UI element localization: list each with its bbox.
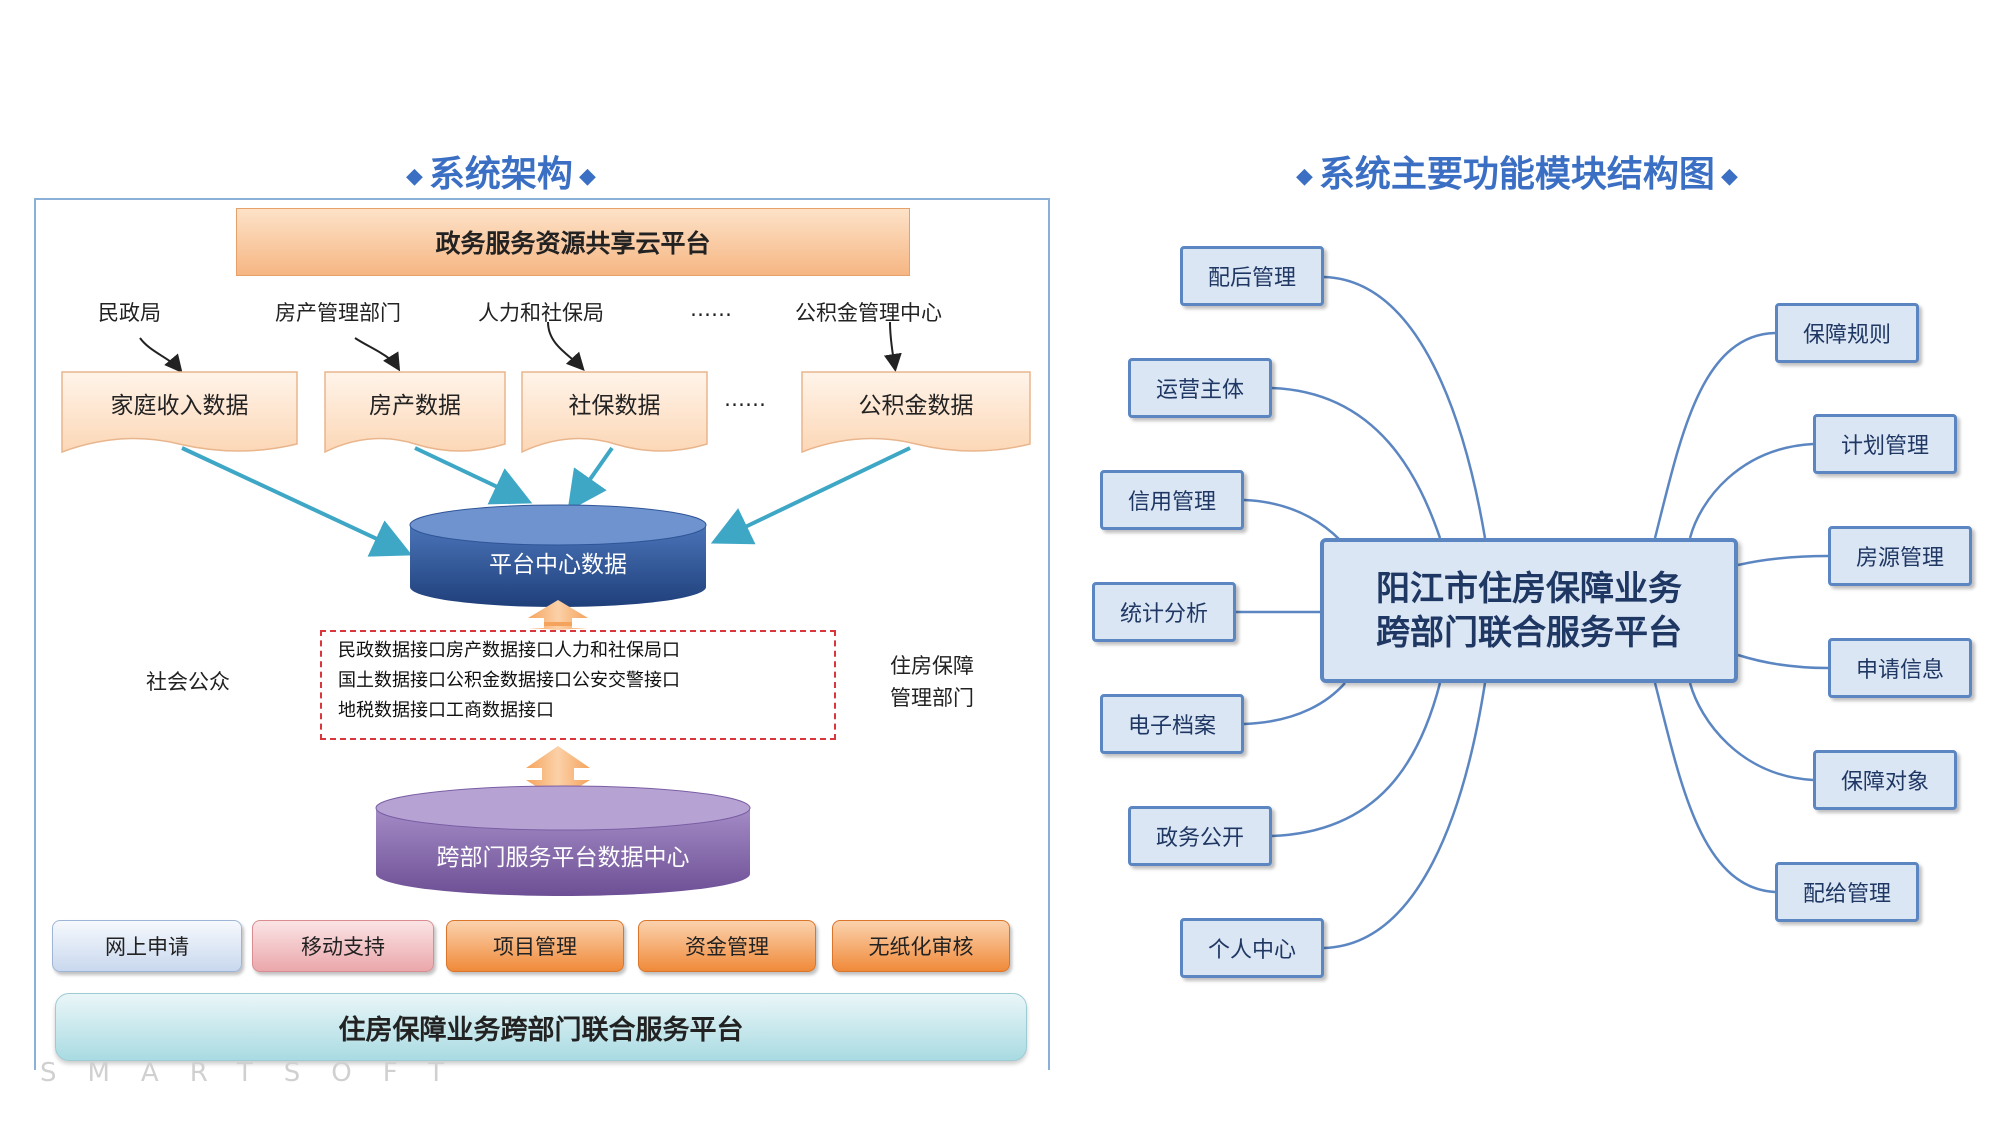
flow-arrow [181, 446, 413, 557]
connector-line [1737, 554, 1829, 567]
diamond-icon: ◆ [1296, 163, 1313, 189]
module-statistics[interactable]: 统计分析 [1092, 582, 1236, 642]
connector-line [1653, 331, 1776, 539]
connector-line [1688, 682, 1814, 782]
bottom-platform-bar: 住房保障业务跨部门联合服务平台 [55, 993, 1027, 1061]
module-operator[interactable]: 运营主体 [1128, 358, 1272, 418]
central-platform-line: 跨部门联合服务平台 [1376, 612, 1682, 653]
module-application-info[interactable]: 申请信息 [1828, 638, 1972, 698]
interface-line: 民政数据接口房产数据接口人力和社保局口 [338, 640, 680, 661]
housing-dept-label: 住房保障 管理部门 [890, 650, 974, 714]
left-title-text: 系统架构 [428, 154, 573, 195]
data-source-label: 家庭收入数据 [110, 393, 249, 419]
paperless-review-button[interactable]: 无纸化审核 [832, 920, 1010, 972]
diamond-icon: ◆ [406, 163, 423, 189]
platform-data-cylinder [409, 504, 707, 607]
dept-arrow [883, 321, 902, 372]
platform-data-label: 平台中心数据 [489, 552, 627, 578]
connector-line [1688, 442, 1814, 539]
interface-line: 国土数据接口公积金数据接口公安交警接口 [338, 670, 680, 691]
left-title: ◆系统架构◆ [400, 145, 602, 197]
module-rules[interactable]: 保障规则 [1775, 303, 1919, 363]
central-platform-line: 阳江市住房保障业务 [1376, 568, 1682, 609]
project-management-button[interactable]: 项目管理 [446, 920, 624, 972]
connector-line [1243, 498, 1341, 541]
module-post-allocation[interactable]: 配后管理 [1180, 246, 1324, 306]
public-label: 社会公众 [146, 670, 230, 694]
data-source-notes [61, 371, 1031, 454]
flow-arrow [567, 446, 614, 512]
dept-arrow [139, 337, 183, 374]
housing-dept-line: 住房保障 [890, 654, 974, 678]
data-source-label: 社保数据 [568, 393, 661, 419]
dept-arrow [547, 321, 585, 371]
data-source-label: 公积金数据 [858, 393, 974, 419]
architecture-graphics [61, 321, 1031, 896]
right-title-text: 系统主要功能模块结构图 [1318, 154, 1715, 195]
module-public-affairs[interactable]: 政务公开 [1128, 806, 1272, 866]
data-source-note: 公积金数据 [802, 372, 1030, 434]
dept-arrow [354, 337, 401, 372]
dept-label: 人力和社保局 [478, 301, 604, 325]
smartsoft-watermark: SMARTSOFT [40, 1058, 476, 1088]
diamond-icon: ◆ [578, 163, 596, 189]
module-personal-center[interactable]: 个人中心 [1180, 918, 1324, 978]
connector-line [1323, 682, 1487, 950]
data-source-ellipsis: …… [724, 387, 766, 411]
connector-line [1271, 682, 1442, 838]
interface-line: 地税数据接口工商数据接口 [338, 700, 554, 721]
dept-label: 公积金管理中心 [795, 301, 942, 325]
data-source-note: 家庭收入数据 [62, 372, 297, 434]
fund-management-button[interactable]: 资金管理 [638, 920, 816, 972]
module-housing-source[interactable]: 房源管理 [1828, 526, 1972, 586]
module-credit[interactable]: 信用管理 [1100, 470, 1244, 530]
connector-line [1323, 275, 1487, 539]
module-planning[interactable]: 计划管理 [1813, 414, 1957, 474]
data-center-label: 跨部门服务平台数据中心 [436, 845, 690, 871]
dept-label: …… [690, 297, 732, 321]
mobile-support-button[interactable]: 移动支持 [252, 920, 434, 972]
data-center-cylinder [375, 785, 751, 896]
module-e-archive[interactable]: 电子档案 [1100, 694, 1244, 754]
flow-arrow [710, 446, 911, 545]
online-apply-button[interactable]: 网上申请 [52, 920, 242, 972]
right-title: ◆系统主要功能模块结构图◆ [1290, 145, 1744, 197]
module-beneficiaries[interactable]: 保障对象 [1813, 750, 1957, 810]
housing-dept-line: 管理部门 [890, 686, 974, 710]
module-allocation[interactable]: 配给管理 [1775, 862, 1919, 922]
connector-line [1737, 653, 1829, 670]
connector-line [1653, 682, 1776, 894]
flow-arrow [414, 446, 533, 505]
connector-line [1243, 682, 1346, 726]
dept-label: 房产管理部门 [275, 301, 401, 325]
connector-line [1271, 386, 1442, 539]
cloud-platform-banner: 政务服务资源共享云平台 [236, 208, 910, 276]
double-arrow [528, 600, 588, 630]
data-source-note: 房产数据 [325, 372, 505, 434]
central-platform-node: 阳江市住房保障业务 跨部门联合服务平台 [1320, 538, 1738, 683]
data-source-note: 社保数据 [522, 372, 707, 434]
diamond-icon: ◆ [1720, 163, 1738, 189]
dept-label: 民政局 [98, 301, 161, 325]
interface-box: 民政数据接口房产数据接口人力和社保局口 国土数据接口公积金数据接口公安交警接口 … [320, 630, 836, 740]
data-source-label: 房产数据 [369, 393, 461, 419]
